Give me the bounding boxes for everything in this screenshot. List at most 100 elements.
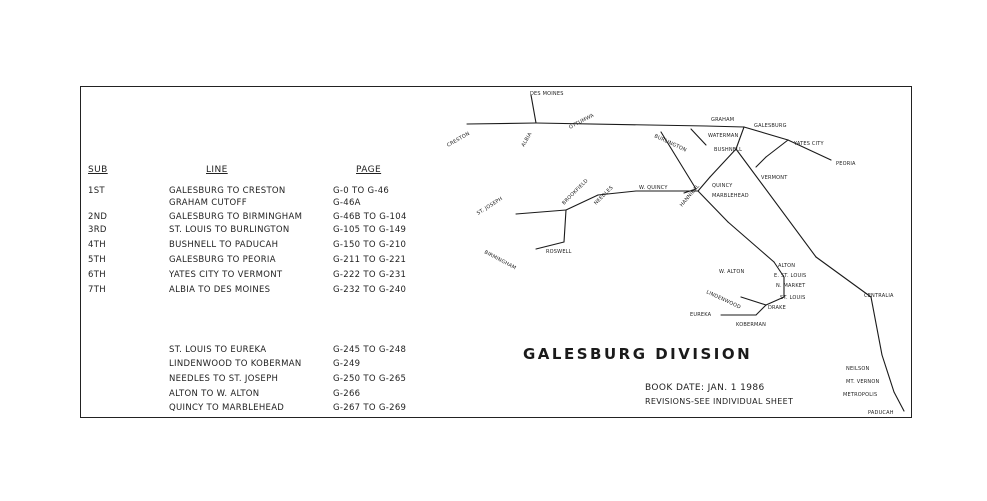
row-sub: 7TH [88, 285, 106, 295]
line-neilson-metropolis [881, 354, 895, 393]
line-brookfield-roswell [563, 209, 567, 243]
label-alton: ALTON [778, 263, 795, 269]
line-brookfield-st-joseph [515, 209, 567, 215]
row-sub: 3RD [88, 225, 107, 235]
row-line: LINDENWOOD TO KOBERMAN [169, 359, 302, 369]
row-page: G-105 TO G-149 [333, 225, 407, 235]
label-koberman: KOBERMAN [736, 322, 766, 328]
row-line: ALTON TO W. ALTON [169, 389, 260, 399]
row-page: G-46B TO G-104 [333, 212, 407, 222]
line-drake-koberman [755, 304, 767, 316]
line-galesburg-yates-city [743, 126, 789, 141]
label-creston: CRESTON [446, 131, 471, 149]
row-line: BUSHNELL TO PADUCAH [169, 240, 279, 250]
row-page: G-150 TO G-210 [333, 240, 407, 250]
line-lindenwood [740, 296, 767, 306]
label-mt-vernon: MT. VERNON [846, 379, 879, 385]
row-sub: 6TH [88, 270, 106, 280]
label-burlington: BURLINGTON [653, 133, 687, 153]
label-birmingham: BIRMINGHAM [483, 249, 517, 271]
row-line: GALESBURG TO BIRMINGHAM [169, 212, 303, 222]
label-albia: ALBIA [521, 131, 534, 148]
line-yates-city-branch [765, 139, 789, 158]
label-marblehead: MARBLEHEAD [712, 193, 749, 199]
row-sub: 2ND [88, 212, 108, 222]
line-albia-graham [535, 122, 707, 127]
label-st-joseph: ST. JOSEPH [476, 196, 504, 217]
table-row: 7TH ALBIA TO DES MOINES G-232 TO G-240 [81, 285, 441, 297]
label-centralia: CENTRALIA [864, 293, 894, 299]
row-line: GALESBURG TO CRESTON [169, 186, 286, 196]
line-bushnell-centralia-north [735, 148, 817, 258]
row-sub: 5TH [88, 255, 106, 265]
rail-map: DES MOINES CRESTON ALBIA OTTUMWA GRAHAM … [446, 91, 905, 416]
label-eureka: EUREKA [690, 312, 712, 318]
line-needles-brookfield [565, 194, 599, 211]
row-line: NEEDLES TO ST. JOSEPH [169, 374, 279, 384]
line-centralia-neilson [870, 296, 883, 356]
table-row: 5TH GALESBURG TO PEORIA G-211 TO G-221 [81, 255, 441, 267]
table-row: GRAHAM CUTOFF G-46A [81, 198, 441, 210]
revisions-note: REVISIONS-SEE INDIVIDUAL SHEET [645, 397, 794, 406]
label-quincy: QUINCY [712, 183, 733, 189]
line-st-louis-drake [765, 296, 785, 306]
line-south-alton [727, 221, 775, 263]
line-bushnell-quincy [709, 148, 737, 178]
label-west-alton: W. ALTON [719, 269, 744, 275]
line-yates-city-peoria [787, 139, 832, 161]
label-neilson: NEILSON [846, 366, 869, 372]
line-metropolis-paducah [893, 391, 905, 412]
label-bushnell: BUSHNELL [714, 147, 742, 153]
line-graham-cutoff [690, 128, 707, 146]
row-page: G-222 TO G-231 [333, 270, 407, 280]
line-quincy-marblehead [697, 176, 711, 192]
label-vermont: VERMONT [761, 175, 788, 181]
label-peoria: PEORIA [836, 161, 856, 167]
line-creston-albia [466, 122, 537, 125]
row-sub: 4TH [88, 240, 106, 250]
label-hannibal: HANNIBAL [679, 183, 701, 208]
line-roswell-birmingham [535, 241, 565, 250]
line-galesburg-bushnell [735, 126, 745, 150]
label-waterman: WATERMAN [708, 133, 739, 139]
row-line: ST. LOUIS TO EUREKA [169, 345, 267, 355]
label-galesburg: GALESBURG [754, 123, 787, 129]
line-burlington-quincy [660, 131, 697, 190]
row-line: QUINCY TO MARBLEHEAD [169, 403, 285, 413]
line-alton-east-st-louis [773, 261, 785, 278]
book-date: BOOK DATE: JAN. 1 1986 [645, 383, 765, 393]
table-row: LINDENWOOD TO KOBERMAN G-249 [81, 359, 441, 371]
row-page: G-250 TO G-265 [333, 374, 407, 384]
row-line: ALBIA TO DES MOINES [169, 285, 271, 295]
label-yates-city: YATES CITY [793, 141, 824, 147]
table-header-line: LINE [206, 165, 228, 175]
row-page: G-266 [333, 389, 361, 399]
label-st-louis: ST. LOUIS [780, 295, 805, 301]
label-brookfield: BROOKFIELD [561, 178, 589, 206]
row-sub: 1ST [88, 186, 105, 196]
label-n-market: N. MARKET [776, 283, 806, 289]
table-row: 6TH YATES CITY TO VERMONT G-222 TO G-231 [81, 270, 441, 282]
line-hannibal-south [697, 190, 729, 223]
row-page: G-0 TO G-46 [333, 186, 390, 196]
label-ottumwa: OTTUMWA [568, 112, 595, 130]
division-sheet: SUB LINE PAGE 1ST GALESBURG TO CRESTON G… [80, 86, 912, 418]
table-row: NEEDLES TO ST. JOSEPH G-250 TO G-265 [81, 374, 441, 386]
line-west-quincy-needles [597, 190, 637, 196]
division-title: GALESBURG DIVISION [523, 345, 753, 363]
table-row: 2ND GALESBURG TO BIRMINGHAM G-46B TO G-1… [81, 212, 441, 224]
line-albia-des-moines [530, 94, 537, 124]
label-west-quincy: W. QUINCY [639, 185, 668, 191]
table-row: 3RD ST. LOUIS TO BURLINGTON G-105 TO G-1… [81, 225, 441, 237]
table-row: 4TH BUSHNELL TO PADUCAH G-150 TO G-210 [81, 240, 441, 252]
row-page: G-211 TO G-221 [333, 255, 407, 265]
row-line: ST. LOUIS TO BURLINGTON [169, 225, 290, 235]
line-centralia [815, 256, 872, 298]
row-line: YATES CITY TO VERMONT [169, 270, 283, 280]
row-page: G-245 TO G-248 [333, 345, 407, 355]
table-row: ST. LOUIS TO EUREKA G-245 TO G-248 [81, 345, 441, 357]
row-page: G-232 TO G-240 [333, 285, 407, 295]
row-page: G-46A [333, 198, 361, 208]
label-east-st-louis: E. ST. LOUIS [774, 273, 806, 279]
table-header-sub: SUB [88, 165, 108, 175]
